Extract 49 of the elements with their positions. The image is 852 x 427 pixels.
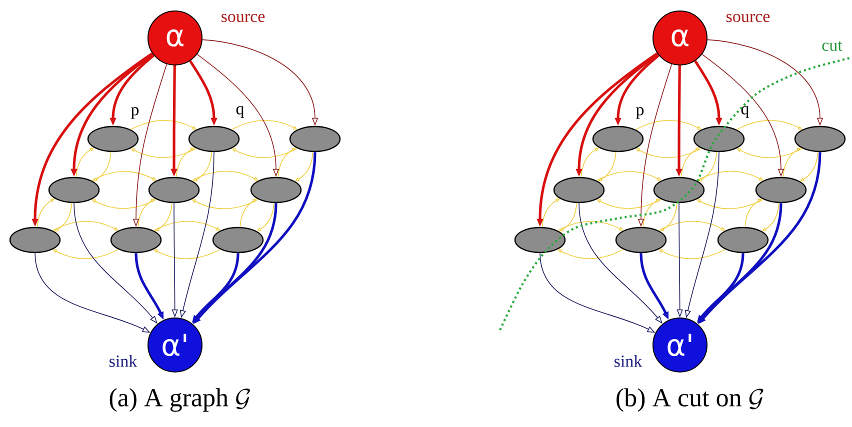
pixel-node <box>289 126 341 152</box>
pixel-node <box>514 226 566 254</box>
arrow <box>598 152 616 182</box>
arrow <box>278 148 296 178</box>
node-label: sink <box>614 355 642 367</box>
sink-node: α' <box>652 317 708 372</box>
pixel-node <box>553 176 605 204</box>
pixel-node <box>592 126 644 152</box>
arrow <box>240 198 257 228</box>
node-label: source <box>726 14 770 22</box>
pixel-node <box>653 176 705 204</box>
node-label: q <box>741 106 749 118</box>
arrow <box>744 198 762 228</box>
arrow <box>782 148 801 178</box>
arrow <box>762 202 780 232</box>
node-label: source <box>222 14 265 22</box>
arrow <box>295 152 314 182</box>
node-label: sink <box>110 355 138 367</box>
arrow <box>660 202 678 232</box>
sink-node: α' <box>148 317 202 372</box>
pixel-node <box>9 226 61 254</box>
pixel-node <box>48 176 100 204</box>
source-node: α <box>652 10 708 66</box>
arrow <box>800 152 818 182</box>
node-label: p <box>131 107 139 119</box>
source-node: α <box>148 10 202 66</box>
pixel-node <box>250 176 302 204</box>
pixel-node <box>615 226 667 254</box>
arrow <box>580 148 599 178</box>
pixel-node <box>87 126 139 152</box>
arrow <box>138 198 155 228</box>
arrow <box>642 198 660 228</box>
pixel-node <box>717 226 769 254</box>
pixel-node <box>212 226 264 254</box>
pixel-node <box>693 126 745 152</box>
arrow <box>155 202 172 232</box>
cut-label: cut <box>822 41 842 51</box>
pixel-node <box>188 126 240 152</box>
pixel-node <box>110 226 162 254</box>
arrow <box>257 202 274 232</box>
node-label: p <box>636 107 644 119</box>
caption: $\text{(b) A cut on }\mathcal{G}$ <box>616 388 764 412</box>
caption: $\text{(a) A graph }\mathcal{G}$ <box>110 388 250 412</box>
pixel-node <box>755 176 807 204</box>
node-label: q <box>236 106 244 118</box>
arrow <box>93 152 112 182</box>
pixel-node <box>148 176 200 204</box>
pixel-node <box>794 126 846 152</box>
arrow <box>76 148 94 178</box>
